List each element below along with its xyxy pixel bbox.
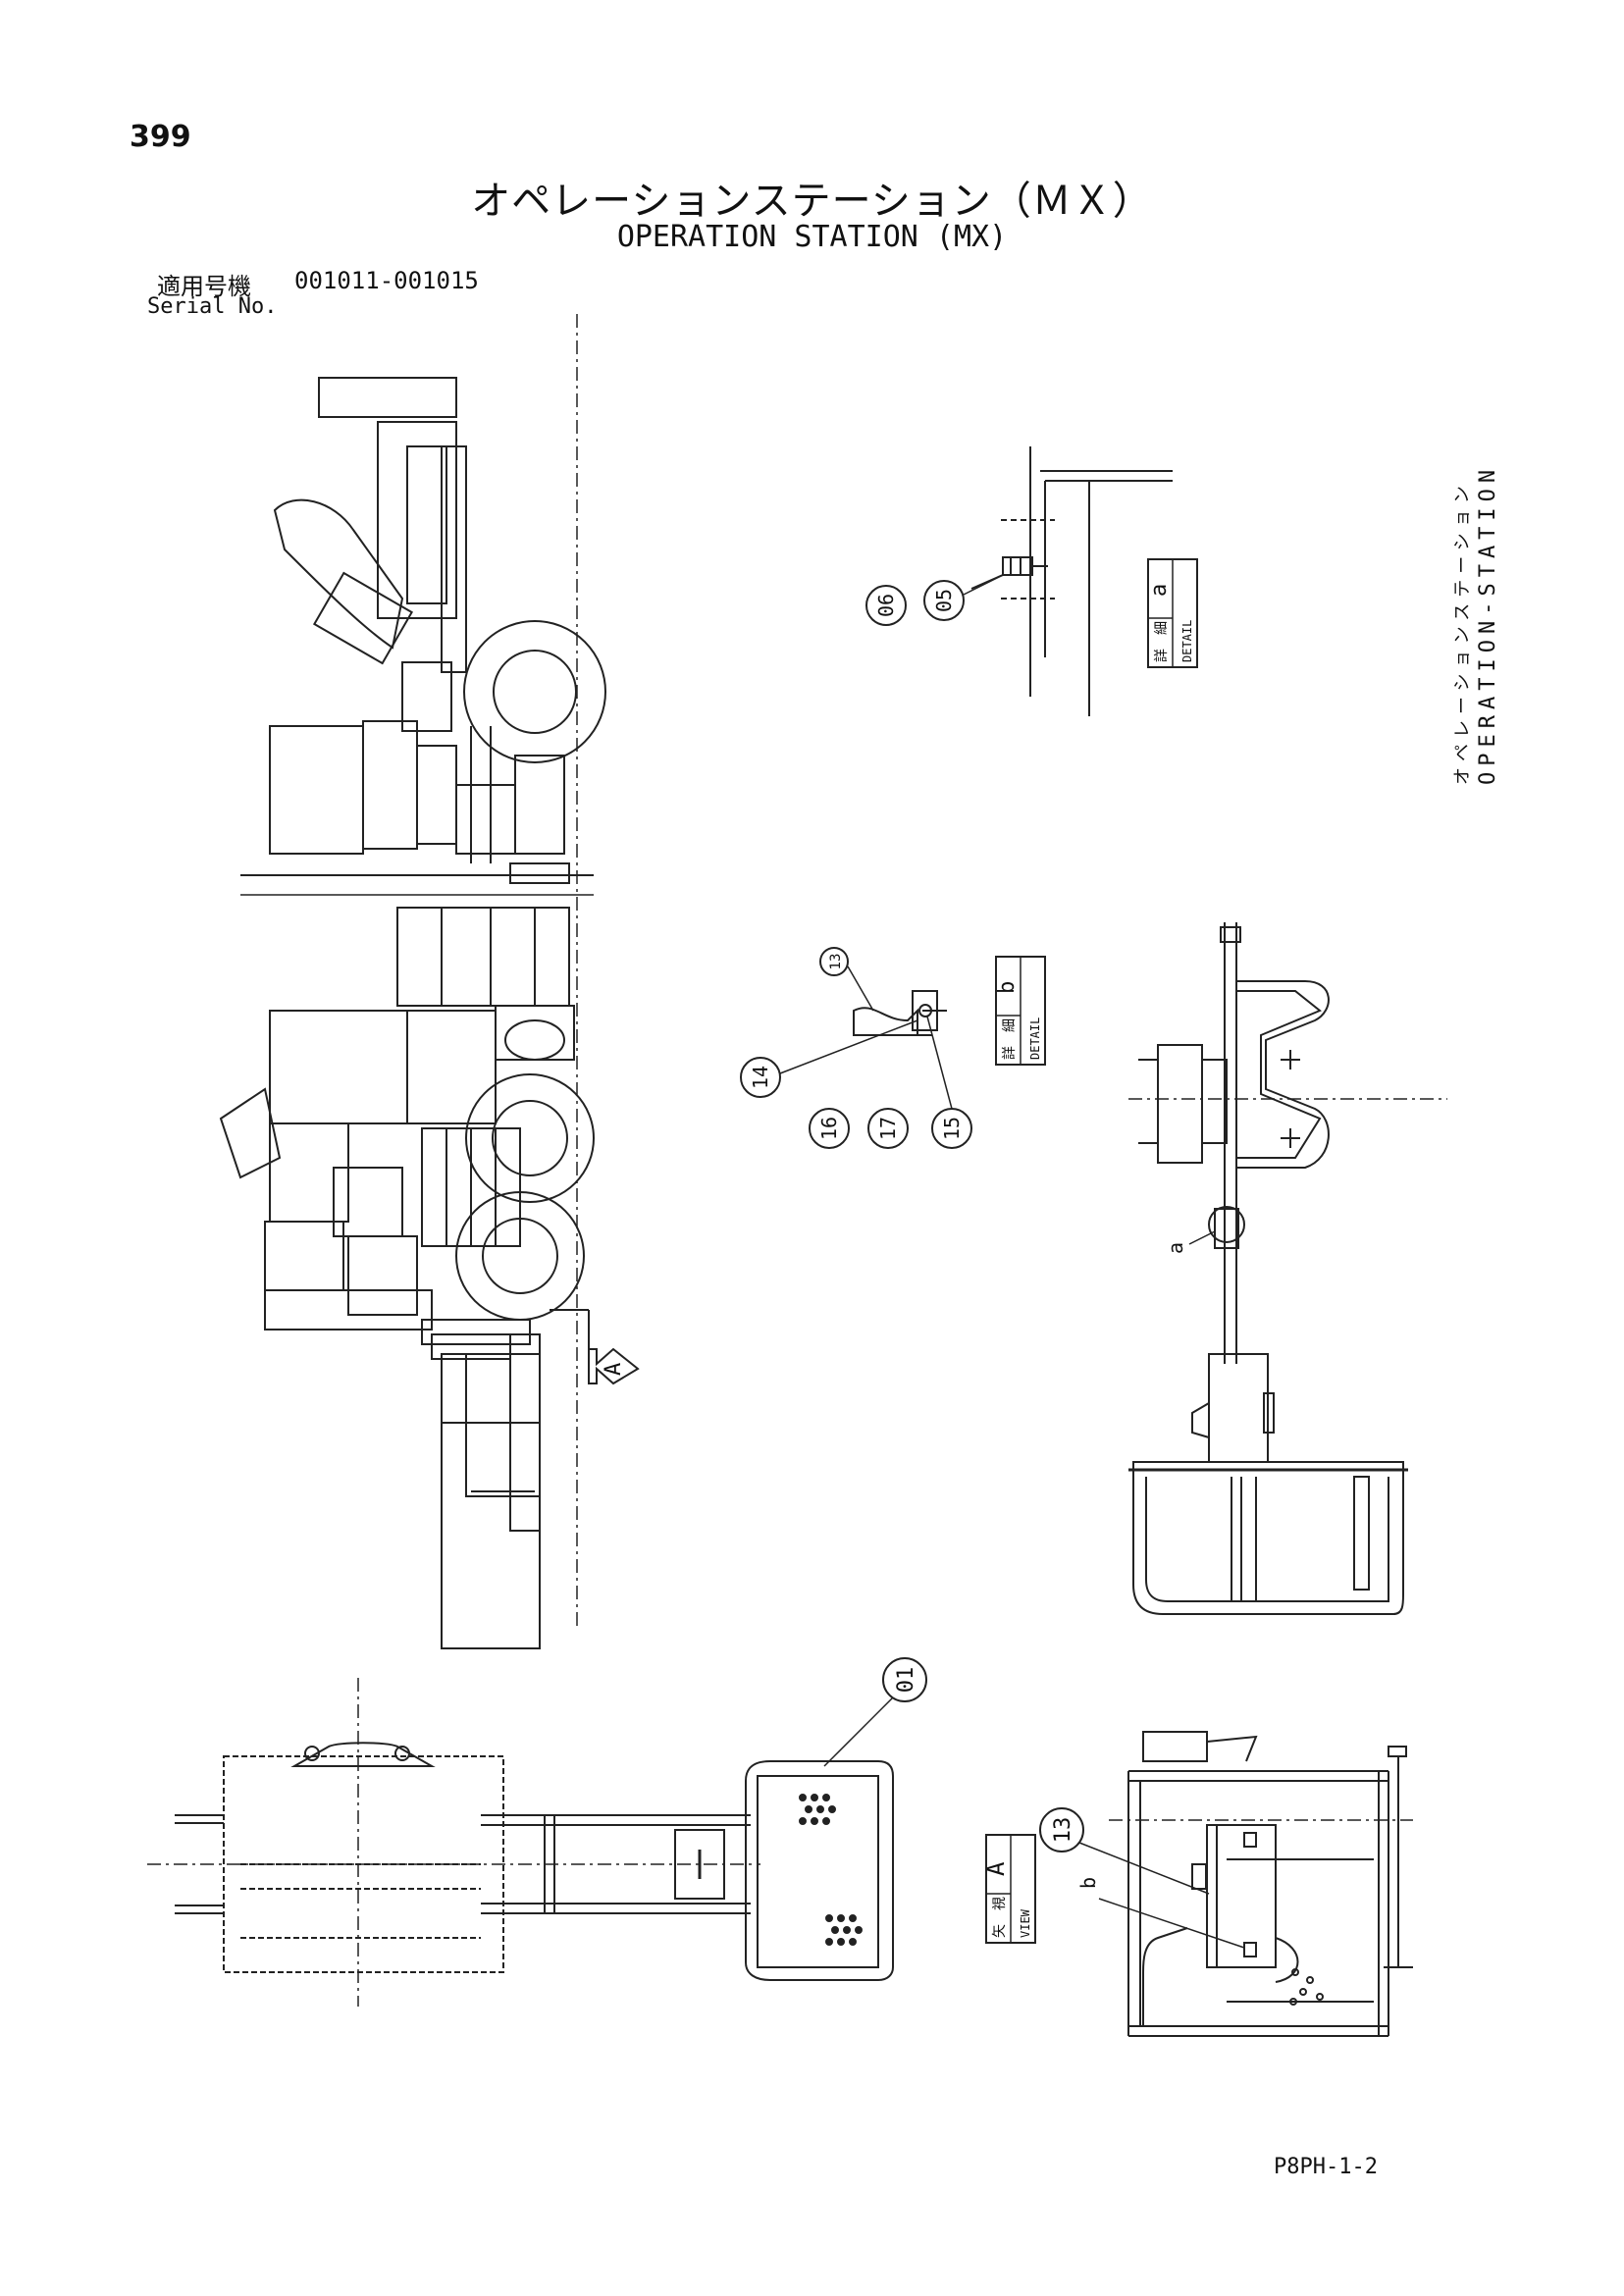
view-a-platform	[147, 1678, 894, 2007]
callout-13b-circle	[1039, 1807, 1084, 1852]
detail-a-drawing	[970, 446, 1173, 716]
callout-06: 06	[874, 594, 898, 617]
footer-code: P8PH-1-2	[1274, 2155, 1378, 2179]
callout-17-circle	[867, 1108, 909, 1149]
callout-14: 14	[749, 1066, 772, 1089]
serial-label-en: Serial No.	[147, 294, 278, 319]
page-title-jp: オペレーションステーション（ＭＸ）	[471, 179, 1153, 224]
detail-b-jp: 詳 細	[1002, 1018, 1018, 1060]
detail-b-pointer: b	[1076, 1877, 1100, 1889]
callout-01-circle	[882, 1657, 927, 1702]
seat-frame-view	[1109, 1731, 1413, 2037]
callout-06-circle	[865, 585, 907, 626]
view-a-en: VIEW	[1019, 1908, 1032, 1938]
callout-01: 01	[894, 1667, 918, 1694]
detail-a-jp: 詳 細	[1154, 621, 1170, 662]
station-side-view	[1128, 922, 1447, 1615]
callout-05: 05	[932, 589, 956, 612]
view-a-letter: A	[982, 1861, 1010, 1876]
callout-17: 17	[876, 1117, 900, 1140]
detail-a-pointer: a	[1164, 1242, 1187, 1254]
serial-label-jp: 適用号機	[157, 273, 251, 300]
callout-16: 16	[817, 1117, 841, 1140]
callout-14-circle	[740, 1057, 781, 1098]
callout-13a: 13	[828, 954, 844, 970]
callout-13a-circle	[819, 947, 849, 976]
detail-a-en: DETAIL	[1180, 620, 1194, 662]
detail-b-drawing	[853, 990, 947, 1036]
page-number: 399	[130, 120, 191, 154]
detail-a-letter: a	[1147, 584, 1172, 597]
callout-13b: 13	[1051, 1817, 1075, 1844]
page-title-en: OPERATION STATION (MX)	[616, 220, 1008, 254]
machine-side-view	[219, 314, 640, 1649]
detail-b-en: DETAIL	[1028, 1018, 1042, 1060]
callout-05-circle	[923, 580, 965, 621]
view-a-jp: 矢 視	[992, 1897, 1008, 1938]
view-arrow-label: A	[602, 1363, 626, 1376]
callout-15: 15	[940, 1117, 964, 1140]
serial-range: 001011-001015	[294, 267, 479, 294]
callout-16-circle	[809, 1108, 850, 1149]
detail-b-letter: b	[995, 981, 1020, 994]
